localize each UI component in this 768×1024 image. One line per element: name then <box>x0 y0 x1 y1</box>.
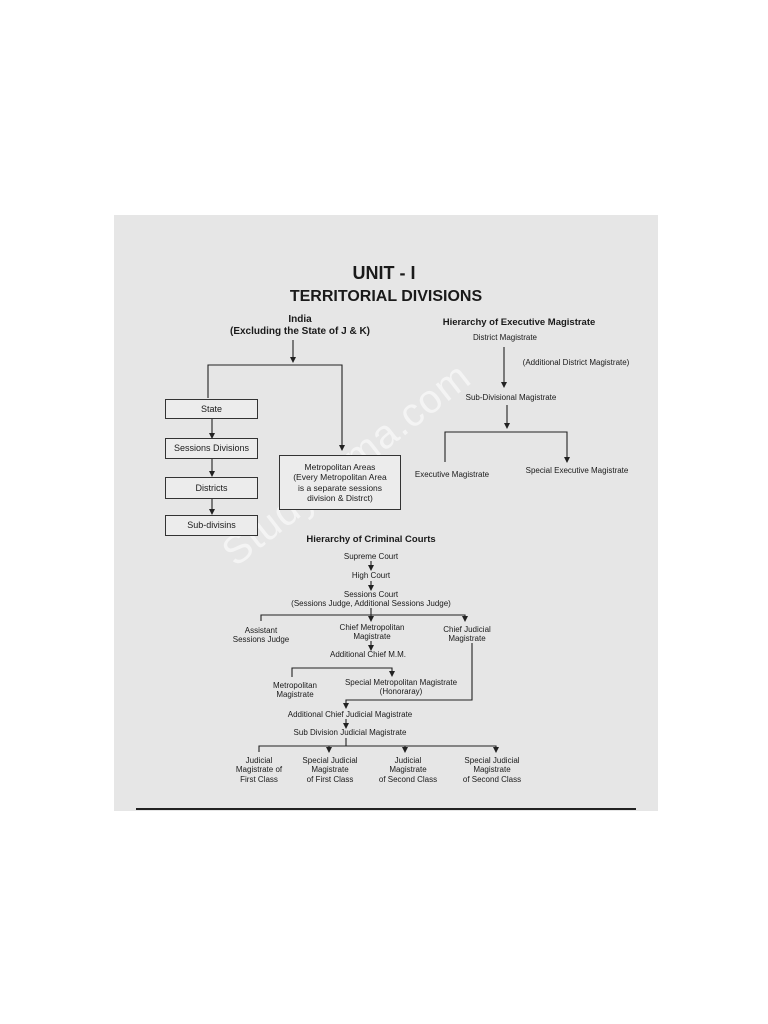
special-judicial-magistrate-first-class: Special Judicial Magistrate of First Cla… <box>302 756 358 784</box>
executive-magistrate: Executive Magistrate <box>414 470 490 479</box>
supreme-court: Supreme Court <box>343 552 399 561</box>
high-court: High Court <box>351 571 391 580</box>
executive-heading: Hierarchy of Executive Magistrate <box>442 317 596 328</box>
sessions-divisions-box: Sessions Divisions <box>165 438 258 459</box>
special-judicial-magistrate-second-class: Special Judicial Magistrate of Second Cl… <box>462 756 522 784</box>
assistant-sessions-judge: Assistant Sessions Judge <box>232 626 290 645</box>
document-sheet <box>114 215 658 811</box>
section-title: TERRITORIAL DIVISIONS <box>289 288 483 305</box>
chief-metropolitan-magistrate: Chief Metropolitan Magistrate <box>339 623 405 642</box>
special-metropolitan-magistrate: Special Metropolitan Magistrate (Honorar… <box>344 678 458 697</box>
india-node: India (Excluding the State of J & K) <box>229 314 371 337</box>
sub-division-judicial-magistrate: Sub Division Judicial Magistrate <box>293 728 407 737</box>
state-box: State <box>165 399 258 419</box>
district-magistrate: District Magistrate <box>472 333 538 342</box>
criminal-courts-heading: Hierarchy of Criminal Courts <box>306 534 436 545</box>
additional-district-magistrate: (Additional District Magistrate) <box>522 358 630 367</box>
special-executive-magistrate: Special Executive Magistrate <box>525 466 629 475</box>
bottom-rule <box>136 808 636 810</box>
metropolitan-magistrate: Metropolitan Magistrate <box>272 681 318 700</box>
districts-box: Districts <box>165 477 258 499</box>
additional-chief-judicial-magistrate: Additional Chief Judicial Magistrate <box>287 710 413 719</box>
sub-divisional-magistrate: Sub-Divisional Magistrate <box>465 393 557 402</box>
judicial-magistrate-first-class: Judicial Magistrate of First Class <box>235 756 283 784</box>
metropolitan-areas-box: Metropolitan Areas (Every Metropolitan A… <box>279 455 401 510</box>
judicial-magistrate-second-class: Judicial Magistrate of Second Class <box>378 756 438 784</box>
unit-title: UNIT - I <box>352 263 416 283</box>
sessions-court: Sessions Court (Sessions Judge, Addition… <box>291 590 451 609</box>
sub-divisions-box: Sub-divisins <box>165 515 258 536</box>
chief-judicial-magistrate: Chief Judicial Magistrate <box>443 625 491 644</box>
additional-chief-mm: Additional Chief M.M. <box>329 650 407 659</box>
